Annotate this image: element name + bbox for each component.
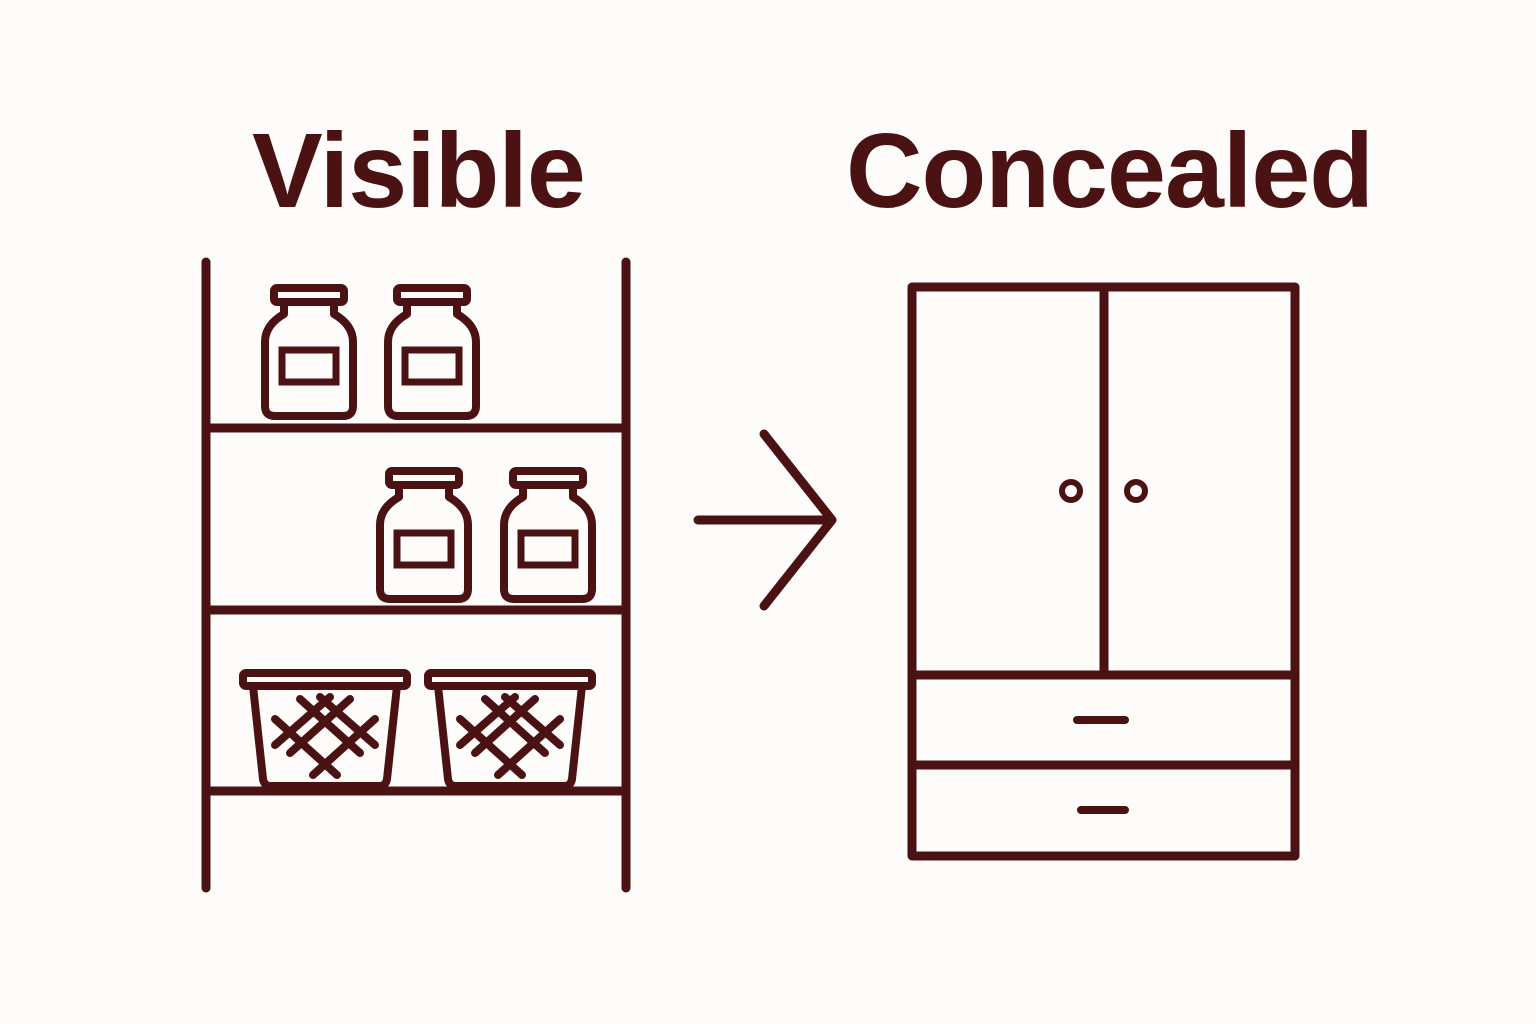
wardrobe-cabinet-icon [907,282,1300,861]
visible-label: Visible [252,112,586,230]
open-shelf-icon [201,257,631,893]
jar-icon [265,288,353,416]
basket-icon [243,673,407,786]
basket-icon [428,673,592,786]
concealed-label: Concealed [846,112,1374,230]
jar-icon [388,288,476,416]
jar-icon [380,471,468,599]
jar-icon [504,471,592,599]
arrow-right-icon [693,429,837,611]
